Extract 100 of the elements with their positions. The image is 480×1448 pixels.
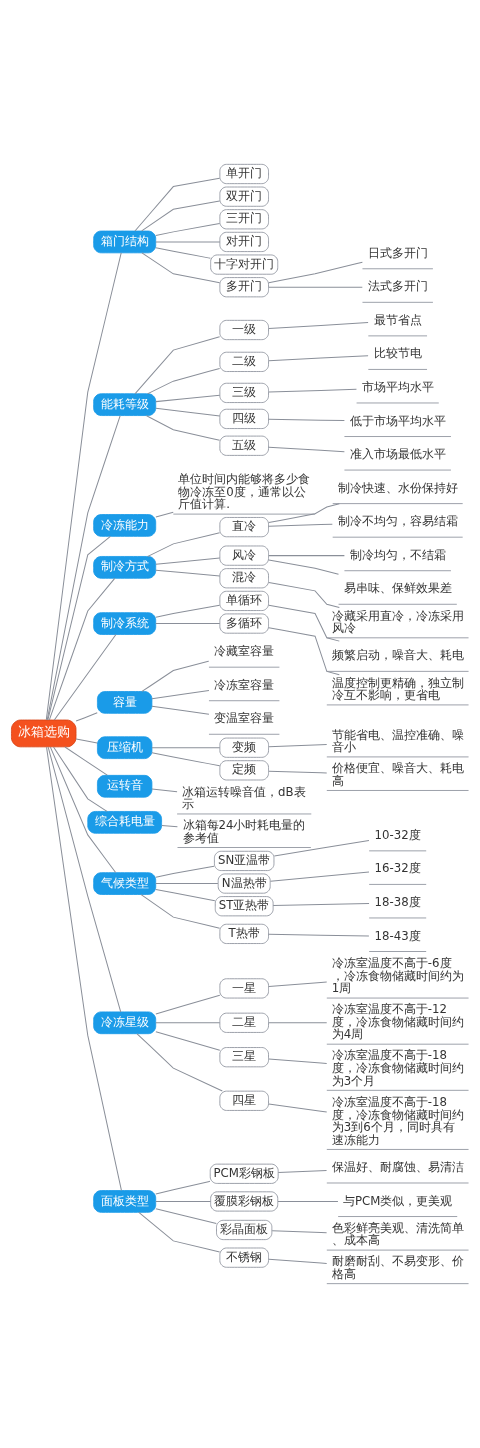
connector bbox=[155, 888, 216, 902]
node-box: 箱门结构 bbox=[93, 230, 157, 254]
connector bbox=[75, 712, 98, 722]
connector bbox=[151, 788, 178, 793]
connector bbox=[155, 883, 219, 885]
node-box: 综合耗电量 bbox=[87, 811, 162, 834]
connector bbox=[49, 746, 117, 874]
node-box: T热带 bbox=[219, 923, 269, 944]
node-box: 能耗等级 bbox=[93, 393, 157, 416]
node-box: 定频 bbox=[219, 760, 269, 781]
node-box: 气候类型 bbox=[93, 872, 157, 895]
connector bbox=[268, 981, 328, 988]
connector bbox=[155, 223, 221, 237]
connector bbox=[268, 503, 340, 524]
node-box: 多开门 bbox=[219, 277, 269, 298]
connector bbox=[53, 634, 117, 721]
connector bbox=[155, 1031, 221, 1051]
connector bbox=[151, 705, 210, 715]
node-box: 冰箱选购 bbox=[11, 719, 77, 748]
node-text: 冷冻室温度不高于-18度，冷冻食物储藏时间约为3个月 bbox=[331, 1048, 464, 1088]
connector bbox=[155, 623, 221, 625]
connector bbox=[268, 559, 339, 575]
connector bbox=[272, 902, 370, 907]
connector bbox=[268, 604, 340, 642]
node-box: 混冷 bbox=[219, 568, 269, 589]
connector bbox=[48, 577, 116, 721]
node-text: 低于市场平均水平 bbox=[349, 413, 446, 428]
connector bbox=[155, 241, 221, 243]
connector bbox=[268, 555, 345, 557]
node-box: 三级 bbox=[219, 382, 269, 403]
connector bbox=[46, 746, 122, 1191]
node-box: 十字对开门 bbox=[210, 254, 279, 275]
node-box: 风冷 bbox=[219, 545, 269, 566]
node-box: 四星 bbox=[219, 1090, 269, 1111]
connector bbox=[151, 690, 210, 700]
connector bbox=[155, 994, 221, 1015]
node-text: 色彩鲜亮美观、清洗简单、成本高 bbox=[331, 1220, 464, 1248]
node-text: 冷冻室温度不高于-6度，冷冻食物储藏时间约为1周 bbox=[331, 956, 464, 996]
node-text: 冷藏采用直冷，冷冻采用风冷 bbox=[331, 608, 464, 636]
node-text: 价格便宜、噪音大、耗电高 bbox=[331, 761, 464, 788]
node-text: 制冷快速、水份保持好 bbox=[337, 480, 458, 495]
node-box: 一级 bbox=[219, 319, 269, 341]
connector bbox=[136, 1033, 223, 1092]
node-text: 冰箱运转噪音值，dB表示 bbox=[182, 784, 306, 812]
node-text: 制冷均匀，不结霜 bbox=[349, 547, 446, 562]
connector bbox=[47, 746, 122, 1013]
connector bbox=[155, 1200, 212, 1202]
node-text: 节能省电、温控准确、噪音小 bbox=[331, 727, 464, 755]
node-text: 与PCM类似，更美观 bbox=[342, 1193, 453, 1208]
connector bbox=[269, 871, 370, 882]
node-box: 四级 bbox=[219, 408, 269, 429]
node-box: N温热带 bbox=[217, 873, 271, 894]
node-box: 制冷方式 bbox=[93, 556, 157, 579]
connector bbox=[134, 336, 221, 395]
connector bbox=[151, 752, 221, 767]
connector bbox=[268, 523, 333, 527]
node-box: 二级 bbox=[219, 351, 269, 372]
node-box: 面板类型 bbox=[93, 1190, 157, 1213]
connector bbox=[268, 446, 345, 453]
connector bbox=[273, 839, 370, 857]
node-box: 一星 bbox=[219, 978, 269, 999]
connector bbox=[147, 532, 221, 557]
node-box: SN亚温带 bbox=[214, 850, 275, 871]
node-text: 冷冻室温度不高于-12度，冷冻食物储藏时间约为4周 bbox=[331, 1002, 464, 1042]
node-box: 单开门 bbox=[219, 163, 269, 185]
connector bbox=[134, 177, 221, 232]
connector bbox=[268, 1058, 328, 1064]
node-text: 16-32度 bbox=[374, 861, 421, 876]
node-text: 日式多开门 bbox=[367, 245, 428, 260]
connector bbox=[268, 1258, 328, 1264]
node-box: 容量 bbox=[97, 691, 153, 714]
node-text: 市场平均水平 bbox=[361, 379, 434, 394]
node-text: 最节省点 bbox=[373, 312, 422, 327]
node-box: 冷冻能力 bbox=[93, 514, 157, 537]
connector bbox=[141, 252, 221, 284]
node-text: 18-43度 bbox=[374, 928, 421, 943]
connector bbox=[138, 1211, 221, 1253]
connector bbox=[147, 367, 221, 395]
node-text: 频繁启动，噪音大、耗电 bbox=[331, 648, 464, 663]
node-text: 易串味、保鲜效果差 bbox=[343, 581, 452, 596]
node-box: 多循环 bbox=[219, 613, 269, 634]
connector bbox=[64, 746, 108, 776]
connector bbox=[155, 557, 221, 565]
connector bbox=[268, 1103, 328, 1113]
connector bbox=[268, 1022, 328, 1024]
connector bbox=[268, 388, 357, 393]
connector bbox=[268, 322, 369, 330]
connector bbox=[46, 415, 121, 721]
connector bbox=[141, 660, 210, 692]
node-box: 运转音 bbox=[97, 774, 153, 798]
node-box: 压缩机 bbox=[97, 736, 153, 759]
connector bbox=[268, 627, 340, 676]
connector bbox=[155, 407, 221, 417]
connector bbox=[47, 535, 111, 721]
connector bbox=[277, 1170, 328, 1173]
node-box: 变频 bbox=[219, 737, 269, 758]
node-text: 保温好、耐腐蚀、易清洁 bbox=[331, 1160, 464, 1174]
node-text: 准入市场最低水平 bbox=[349, 447, 446, 462]
node-text: 单位时间内能够将多少食物冷冻至0度，通常以公斤值计算. bbox=[178, 472, 311, 512]
connector bbox=[155, 1208, 217, 1224]
